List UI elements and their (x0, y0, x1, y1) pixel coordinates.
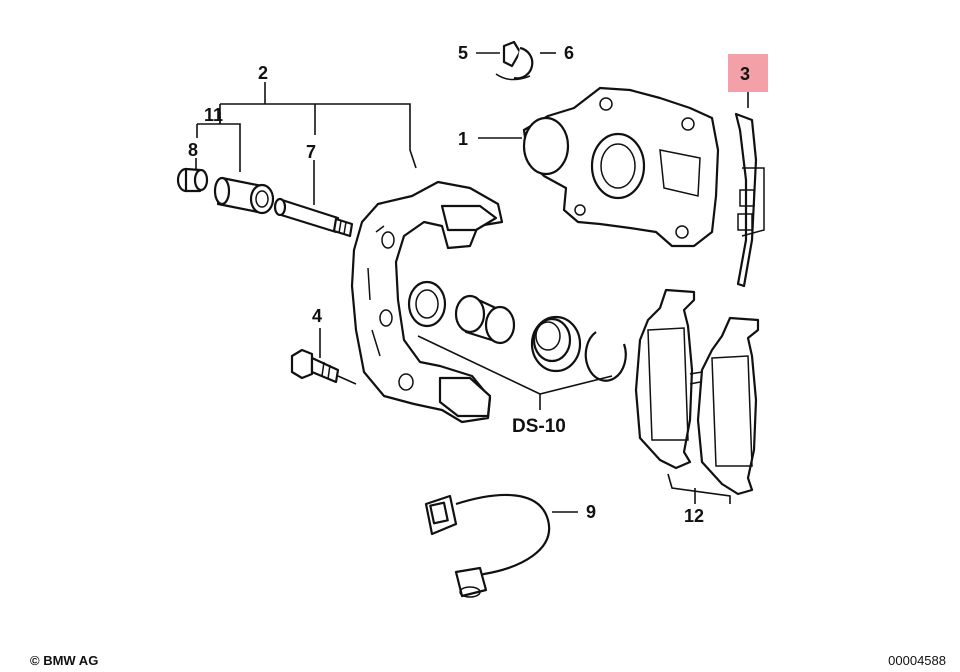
document-number: 00004588 (888, 653, 946, 668)
part-8-bushing (176, 158, 209, 193)
callout-2-bracket (219, 82, 417, 169)
callout-11-bracket (196, 104, 316, 172)
seal-ring (407, 280, 447, 328)
callout-4: 4 (312, 306, 322, 326)
circlip (584, 331, 627, 382)
callout-12: 12 (684, 506, 704, 526)
part-11-sleeve (213, 176, 275, 215)
callout-5: 5 (458, 43, 468, 63)
callout-7: 7 (306, 142, 316, 162)
callout-9: 9 (586, 502, 596, 522)
callout-6: 6 (564, 43, 574, 63)
callout-11: 11 (204, 105, 223, 125)
callout-ds10: DS-10 (512, 416, 566, 437)
part-7-guide-pin (273, 160, 354, 238)
ds10-bracket (417, 335, 613, 410)
dust-boot (530, 315, 582, 373)
callout-8: 8 (188, 140, 198, 160)
piston (454, 294, 516, 345)
part-3-spring (734, 92, 765, 288)
part-5-6-bleeder (476, 40, 556, 81)
part-12-brake-pads (634, 288, 760, 496)
callout-1: 1 (458, 129, 468, 149)
callout-12-bracket (667, 473, 731, 504)
part-1-caliper-housing (478, 86, 720, 248)
part-2-carrier (350, 180, 504, 424)
part-4-bolt (290, 328, 357, 385)
callout-2: 2 (258, 63, 268, 83)
callout-3-highlight (728, 54, 768, 92)
part-9-wear-sensor (424, 493, 578, 598)
copyright-notice: © BMW AG (30, 653, 99, 668)
callout-3: 3 (740, 64, 750, 84)
